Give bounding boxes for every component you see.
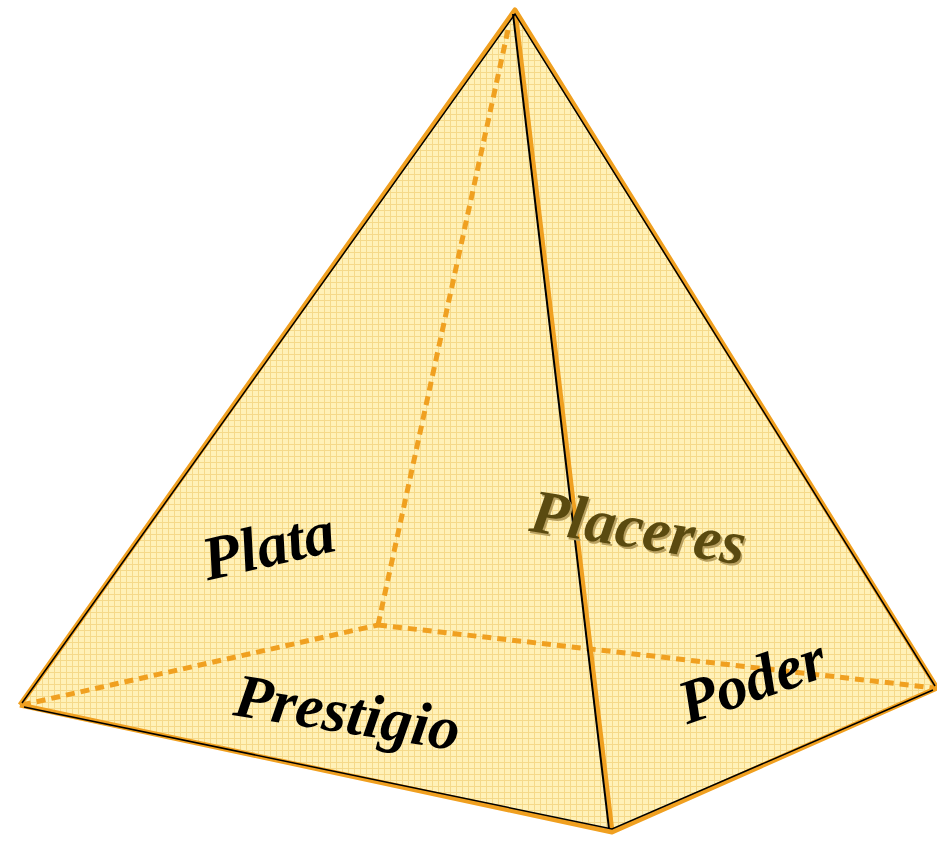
pyramid-faces xyxy=(20,10,937,832)
hidden-edges xyxy=(22,30,935,705)
visible-edges xyxy=(20,10,937,832)
